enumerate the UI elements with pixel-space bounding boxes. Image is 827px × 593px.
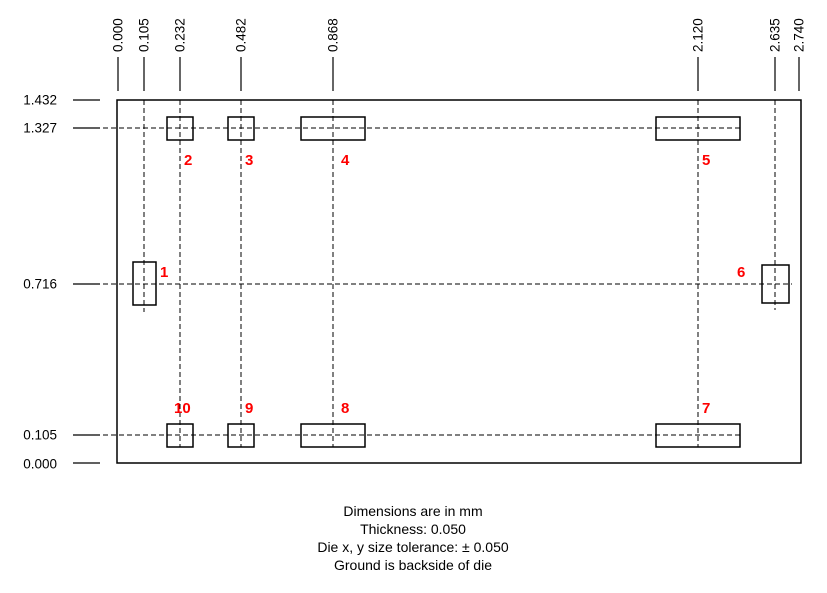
dim-top-0232: 0.232 (173, 18, 188, 52)
dim-top-2740: 2.740 (792, 18, 807, 52)
left-dimension-ticks-group (73, 99, 100, 464)
pad-number-8: 8 (341, 400, 349, 417)
dim-left-0105: 0.105 (23, 428, 57, 443)
dim-left-1432: 1.432 (23, 93, 57, 108)
die-outline (116, 99, 802, 464)
pad-number-7: 7 (702, 400, 710, 417)
dim-top-0482: 0.482 (234, 18, 249, 52)
note-units: Dimensions are in mm (343, 503, 482, 519)
pad-numbers-group: 1 2 3 4 5 6 7 8 9 10 (160, 152, 745, 417)
top-dimension-labels-group: 0.000 0.105 0.232 0.482 0.868 2.120 2.63… (111, 18, 807, 52)
horizontal-centerlines-group (103, 127, 792, 436)
pad-number-1: 1 (160, 264, 168, 281)
note-ground: Ground is backside of die (334, 557, 492, 573)
dim-top-2635: 2.635 (768, 18, 783, 52)
pad-number-4: 4 (341, 152, 350, 169)
left-dimension-labels-group: 1.432 1.327 0.716 0.105 0.000 (23, 93, 57, 472)
pad-number-9: 9 (245, 400, 253, 417)
dim-left-0716: 0.716 (23, 277, 57, 292)
dim-top-0000: 0.000 (111, 18, 126, 52)
dim-top-0105: 0.105 (137, 18, 152, 52)
notes-group: Dimensions are in mm Thickness: 0.050 Di… (317, 503, 509, 573)
pad-number-3: 3 (245, 152, 253, 169)
dim-left-0000: 0.000 (23, 457, 57, 472)
top-dimension-ticks-group (117, 57, 800, 91)
note-thickness: Thickness: 0.050 (360, 521, 466, 537)
pad-number-10: 10 (174, 400, 191, 417)
dim-left-1327: 1.327 (23, 121, 57, 136)
vertical-centerlines-group (143, 100, 776, 447)
note-tolerance: Die x, y size tolerance: ± 0.050 (317, 539, 509, 555)
dim-top-2120: 2.120 (691, 18, 706, 52)
pad-number-5: 5 (702, 152, 710, 169)
dim-top-0868: 0.868 (326, 18, 341, 52)
pad-number-2: 2 (184, 152, 192, 169)
pad-number-6: 6 (737, 264, 745, 281)
